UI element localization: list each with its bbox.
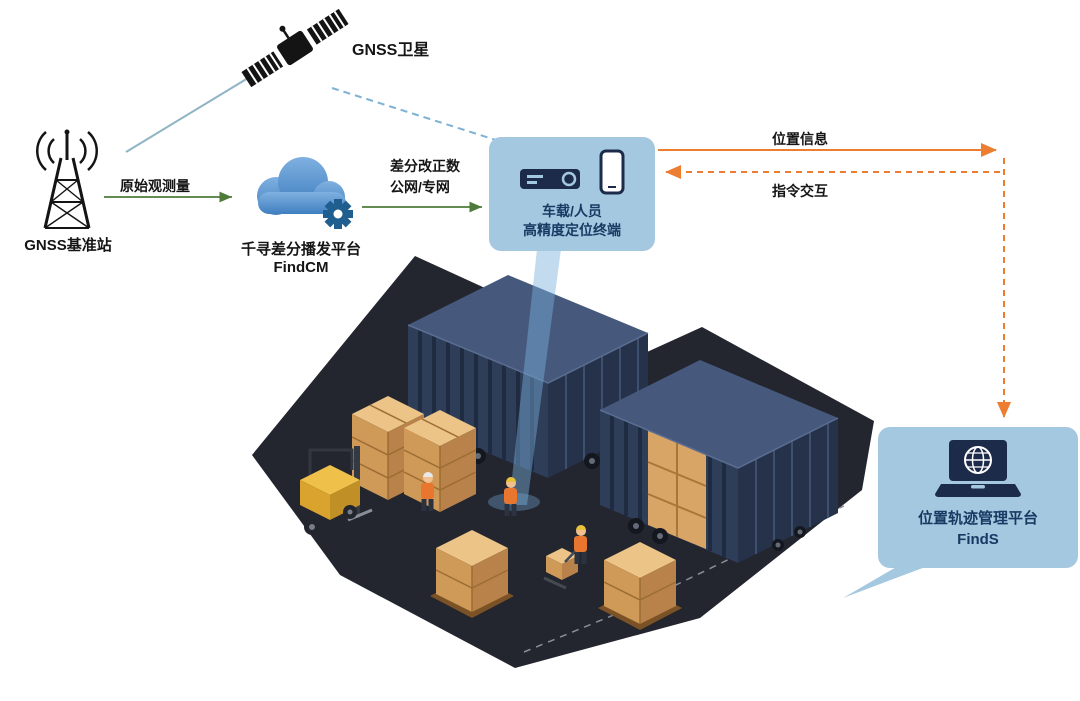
satellite-base-link-line <box>125 71 259 153</box>
container-2 <box>599 360 839 563</box>
connection-lines <box>104 71 1011 418</box>
location-beam <box>509 249 561 505</box>
worker-3 <box>574 525 587 564</box>
gear-icon <box>323 199 353 229</box>
smartphone-icon <box>599 149 625 195</box>
satellite-icon <box>241 8 349 88</box>
platform-label: 位置轨迹管理平台 <box>917 510 1038 527</box>
platform-card: 位置轨迹管理平台 FindS <box>878 427 1078 568</box>
terminal-label-line2: 高精度定位终端 <box>523 222 621 239</box>
satellite-label: GNSS卫星 <box>352 42 430 59</box>
vehicle-terminal-icon <box>520 169 580 189</box>
satellite-terminal-link-line <box>331 87 497 141</box>
antenna-tower-icon <box>36 129 98 229</box>
forklift <box>300 446 373 535</box>
worker-2 <box>504 477 517 516</box>
laptop-globe-icon <box>935 440 1021 497</box>
raw-observation-label: 原始观测量 <box>120 178 190 194</box>
cloud-platform-label: 千寻差分播发平台 <box>240 241 361 258</box>
cloud-platform-name: FindCM <box>273 259 329 276</box>
correction-label-line2: 公网/专网 <box>390 179 450 195</box>
terminal-card: 车载/人员 高精度定位终端 <box>489 137 655 251</box>
cloud-icon <box>257 157 346 215</box>
worker-1 <box>421 472 434 511</box>
globe-icon <box>964 446 992 474</box>
platform-name: FindS <box>957 530 999 548</box>
pallet-stack-4 <box>598 542 682 630</box>
base-station-label: GNSS基准站 <box>24 237 112 254</box>
terminal-label-line1: 车载/人员 <box>542 203 602 219</box>
yard-scene <box>252 249 928 668</box>
zone-markings <box>523 505 845 653</box>
finds-callout-tail <box>843 566 928 598</box>
pallet-stack-2 <box>403 410 477 512</box>
position-info-label: 位置信息 <box>772 131 828 147</box>
container-2-wheels <box>628 518 806 551</box>
command-interaction-label: 指令交互 <box>772 183 828 199</box>
pallet-stack-3 <box>430 530 514 618</box>
correction-label-line1: 差分改正数 <box>390 158 460 174</box>
